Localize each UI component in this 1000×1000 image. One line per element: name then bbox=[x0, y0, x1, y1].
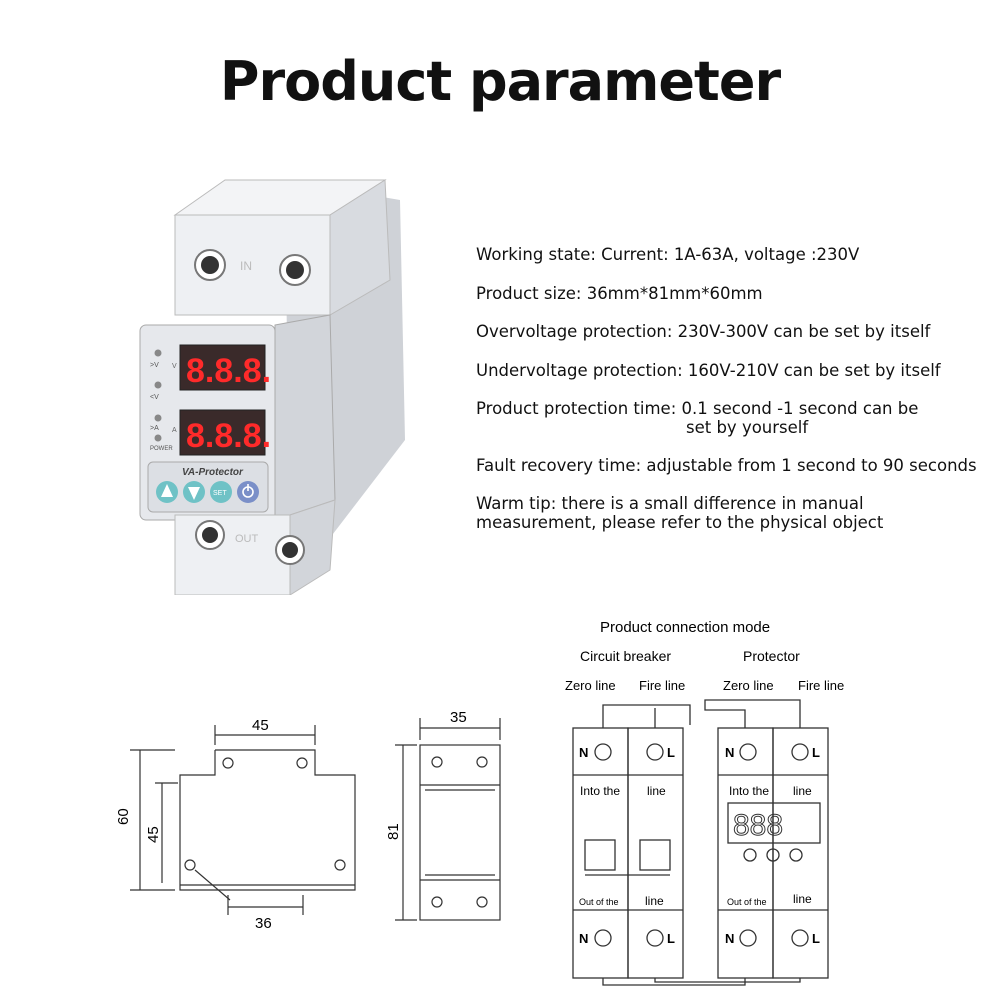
protector-display: 888 bbox=[733, 809, 783, 842]
led-indicator bbox=[154, 434, 162, 442]
product-image: IN >V <V >A POWER 8.8.8. 8.8.8. V A VA-P… bbox=[139, 179, 405, 595]
dim-side-inner-height: 45 bbox=[145, 826, 162, 843]
current-display: 8.8.8. bbox=[186, 417, 271, 455]
breaker-label: Circuit breaker bbox=[580, 648, 671, 664]
l-terminal-label: L bbox=[667, 931, 675, 946]
line-label: line bbox=[793, 892, 812, 906]
param-undervoltage: Undervoltage protection: 160V-210V can b… bbox=[476, 361, 941, 380]
zero-line-label: Zero line bbox=[723, 678, 774, 693]
power-button[interactable] bbox=[237, 481, 259, 503]
out-label: OUT bbox=[235, 533, 259, 545]
zero-line-label: Zero line bbox=[565, 678, 616, 693]
fire-line-label: Fire line bbox=[798, 678, 844, 693]
param-overvoltage: Overvoltage protection: 230V-300V can be… bbox=[476, 322, 931, 341]
n-terminal-label: N bbox=[579, 745, 588, 760]
indicator-label: <V bbox=[150, 394, 159, 401]
n-terminal-label: N bbox=[725, 745, 734, 760]
line-label: line bbox=[793, 784, 812, 798]
unit-v-label: V bbox=[172, 363, 177, 370]
line-label: line bbox=[645, 894, 664, 908]
brand-label: VA-Protector bbox=[182, 467, 244, 478]
param-product-size: Product size: 36mm*81mm*60mm bbox=[476, 284, 763, 303]
led-indicator bbox=[154, 349, 162, 357]
out-of-the-label: Out of the bbox=[727, 897, 767, 907]
down-button[interactable] bbox=[183, 481, 205, 503]
unit-a-label: A bbox=[172, 427, 177, 434]
out-of-the-label: Out of the bbox=[579, 897, 619, 907]
terminal-screw-icon bbox=[279, 254, 311, 286]
led-indicator bbox=[154, 414, 162, 422]
indicator-label: POWER bbox=[150, 446, 173, 452]
dim-front-height: 81 bbox=[385, 823, 402, 840]
up-button[interactable] bbox=[156, 481, 178, 503]
dim-front-width: 35 bbox=[450, 709, 467, 726]
wiring-diagram: Product connection mode Circuit breaker … bbox=[565, 619, 844, 986]
led-indicator bbox=[154, 381, 162, 389]
into-the-label: Into the bbox=[729, 784, 769, 798]
fire-line-label: Fire line bbox=[639, 678, 685, 693]
wiring-title: Product connection mode bbox=[600, 619, 770, 636]
svg-text:SET: SET bbox=[213, 490, 227, 497]
terminal-screw-icon bbox=[275, 535, 305, 565]
protector-label: Protector bbox=[743, 648, 800, 664]
dim-side-width: 45 bbox=[252, 717, 269, 734]
in-label: IN bbox=[240, 259, 252, 273]
l-terminal-label: L bbox=[812, 931, 820, 946]
param-working-state: Working state: Current: 1A-63A, voltage … bbox=[476, 245, 860, 264]
l-terminal-label: L bbox=[812, 745, 820, 760]
l-terminal-label: L bbox=[667, 745, 675, 760]
dim-side-height: 60 bbox=[115, 808, 132, 825]
param-warm-tip: Warm tip: there is a small difference in… bbox=[476, 494, 884, 532]
page-title: Product parameter bbox=[219, 50, 781, 113]
terminal-screw-icon bbox=[594, 743, 809, 947]
param-recovery-time: Fault recovery time: adjustable from 1 s… bbox=[476, 456, 977, 475]
into-the-label: Into the bbox=[580, 784, 620, 798]
n-terminal-label: N bbox=[725, 931, 734, 946]
n-terminal-label: N bbox=[579, 931, 588, 946]
set-button[interactable]: SET bbox=[210, 481, 232, 503]
voltage-display: 8.8.8. bbox=[186, 352, 271, 390]
indicator-label: >A bbox=[150, 425, 159, 432]
dimension-drawing: 45 60 45 36 35 81 bbox=[115, 709, 501, 932]
dim-side-base: 36 bbox=[255, 915, 272, 932]
line-label: line bbox=[647, 784, 666, 798]
terminal-screw-icon bbox=[194, 249, 226, 281]
param-protection-time: Product protection time: 0.1 second -1 s… bbox=[476, 399, 919, 437]
indicator-label: >V bbox=[150, 362, 159, 369]
terminal-screw-icon bbox=[195, 520, 225, 550]
